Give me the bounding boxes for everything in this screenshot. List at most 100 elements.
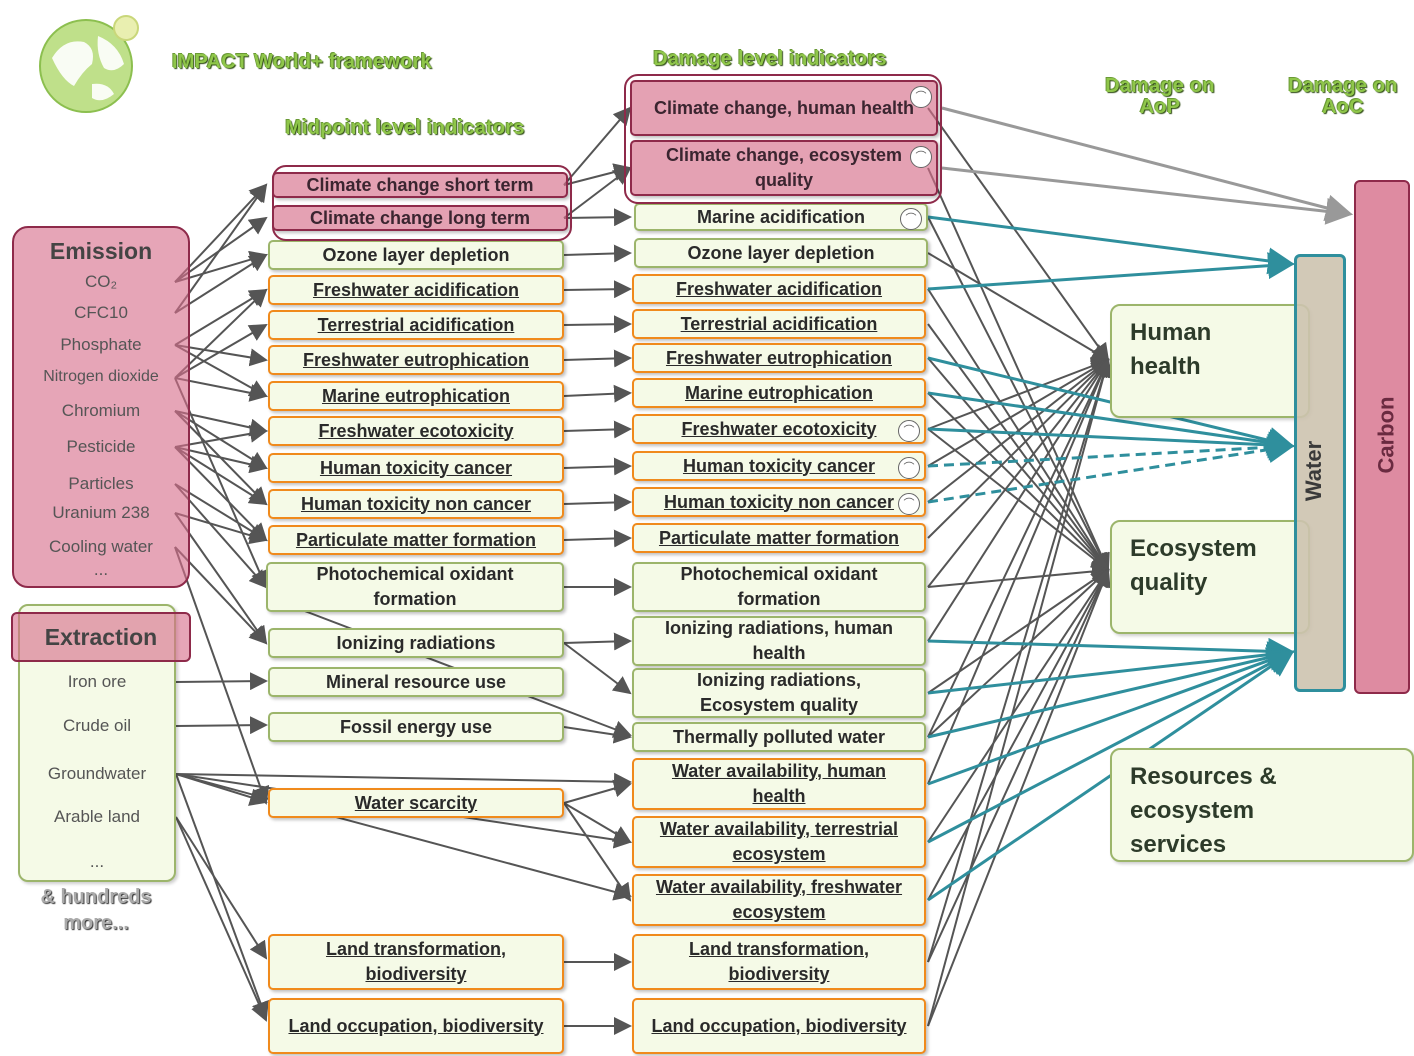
connector-line (175, 816, 268, 1022)
damage-box-label: Freshwater eutrophication (665, 347, 893, 368)
connector-line (563, 420, 632, 439)
info-circle-icon: ⌒ (900, 208, 922, 230)
connector-line (174, 446, 268, 474)
midpoint-box: Land transformation, biodiversity (268, 934, 564, 990)
connector-line (563, 166, 632, 219)
connector-line (927, 358, 1110, 539)
midpoint-box-label: Freshwater acidification (312, 279, 520, 300)
emission-item: Particles (68, 474, 134, 493)
midpoint-box-label: Climate change long term (309, 207, 531, 228)
connector-line (563, 244, 632, 263)
connector-line (174, 377, 268, 402)
connector-line (174, 377, 268, 589)
connector-line (927, 641, 1295, 695)
connector-line (174, 483, 268, 589)
midpoint-box: Water scarcity (268, 788, 564, 818)
connector-line (927, 252, 1295, 291)
connector-line (927, 644, 1295, 739)
emission-item: Pesticide (66, 437, 136, 456)
damage-box: Land occupation, biodiversity (632, 998, 926, 1054)
damage-box: Freshwater ecotoxicity⌒ (632, 414, 926, 444)
connector-line (174, 288, 268, 379)
midpoint-box-label: Ozone layer depletion (322, 244, 510, 265)
connector-line (927, 167, 1110, 572)
connector-line (563, 632, 632, 651)
damage-box-label: Water availability, terrestrial ecosyste… (659, 819, 899, 864)
connector-line (927, 215, 1295, 275)
climate-midpoint-frame (272, 165, 572, 241)
damage-box-label: Land transformation, biodiversity (688, 939, 869, 984)
connector-line (563, 457, 632, 476)
damage-box-label: Human toxicity non cancer (663, 491, 895, 512)
damage-box-label: Photochemical oxidant formation (680, 564, 878, 609)
aoc-carbon-bar (1354, 180, 1410, 694)
damage-box: Terrestrial acidification (632, 309, 926, 339)
emission-item: Nitrogen dioxide (43, 368, 159, 385)
midpoint-box: Marine eutrophication (268, 381, 564, 411)
connector-line (175, 716, 268, 735)
connector-line (927, 216, 1109, 572)
damage-box-label: Terrestrial acidification (680, 313, 878, 334)
connector-line (927, 391, 1295, 456)
midpoint-box: Climate change long term (272, 205, 568, 231)
damage-box-label: Ionizing radiations, human health (664, 618, 893, 663)
connector-line (927, 433, 1295, 468)
damage-box-label: Freshwater acidification (675, 278, 883, 299)
connector-line (175, 772, 632, 791)
connector-line (927, 357, 1110, 572)
aoc-water-label: Water (1301, 440, 1327, 502)
connector-line (174, 323, 268, 379)
midpoint-box: Particulate matter formation (268, 525, 564, 555)
connector-line (927, 252, 1110, 362)
connector-line (927, 568, 1110, 738)
midpoint-box: Climate change short term (272, 172, 568, 198)
emission-item: Phosphate (60, 335, 142, 354)
connector-line (927, 568, 1109, 901)
info-circle-icon: ⌒ (910, 86, 932, 108)
connector-line (174, 512, 268, 545)
extraction-title: Extraction (11, 612, 191, 662)
connector-line (174, 424, 268, 448)
connector-line (563, 106, 632, 186)
connector-line (174, 183, 268, 314)
midpoint-box: Mineral resource use (268, 667, 564, 697)
midpoint-box: Freshwater acidification (268, 275, 564, 305)
midpoint-box-label: Ionizing radiations (336, 632, 496, 653)
damage-header: Damage level indicators (653, 48, 887, 70)
damage-box: Freshwater eutrophication (632, 343, 926, 373)
damage-box: Human toxicity non cancer⌒ (632, 487, 926, 517)
connector-line (174, 253, 268, 314)
damage-box-label: Climate change, ecosystem quality (665, 145, 903, 190)
damage-box-label: Freshwater ecotoxicity (681, 418, 877, 439)
connector-line (174, 546, 268, 645)
connector-line (563, 642, 632, 695)
extraction-item: Iron ore (67, 672, 127, 691)
damage-box: Water availability, human health (632, 758, 926, 810)
midpoint-box: Photochemical oxidant formation (266, 562, 564, 612)
aop-resources: Resources & ecosystem services (1110, 748, 1414, 862)
connector-line (927, 107, 1110, 362)
connector-line (563, 280, 632, 299)
emission-item: CO₂ (84, 272, 118, 291)
connector-line (174, 446, 268, 506)
damage-box-label: Water availability, human health (671, 761, 887, 806)
connector-line (927, 358, 1110, 588)
connector-line (563, 802, 632, 902)
connector-line (175, 773, 269, 1020)
midpoint-box: Human toxicity cancer (268, 453, 564, 483)
info-circle-icon: ⌒ (910, 146, 932, 168)
connector-line (175, 672, 268, 691)
midpoint-box-label: Particulate matter formation (295, 529, 537, 550)
damage-box: Ionizing radiations, Ecosystem quality (632, 668, 926, 718)
midpoint-box-label: Marine eutrophication (321, 385, 510, 406)
emission-item: Chromium (61, 401, 141, 420)
damage-box: Particulate matter formation (632, 523, 926, 553)
aop-header: Damage on AoP (1105, 75, 1215, 118)
midpoint-box-label: Mineral resource use (325, 671, 507, 692)
climate-damage-frame (624, 74, 942, 204)
damage-box: Marine acidification⌒ (634, 203, 928, 231)
damage-box-label: Land occupation, biodiversity (651, 1015, 907, 1036)
connector-line (927, 288, 1110, 572)
connector-line (563, 529, 632, 548)
extraction-item: Groundwater (47, 764, 147, 783)
